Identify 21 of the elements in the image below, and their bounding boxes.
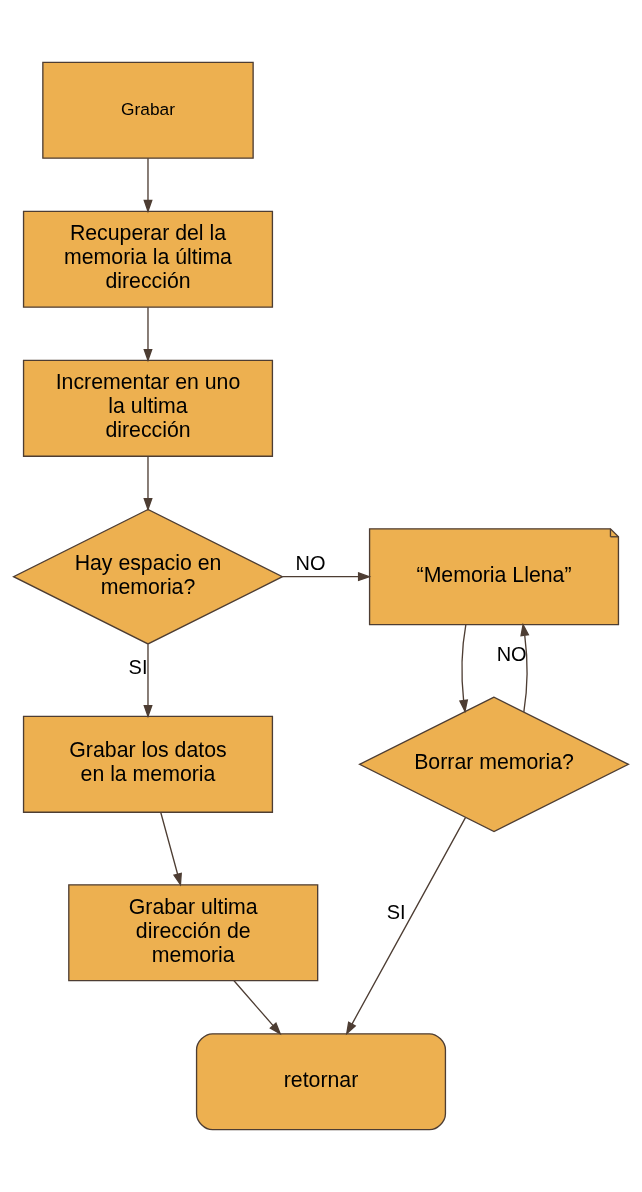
arrow [458, 624, 469, 714]
arrow [520, 622, 530, 713]
arrow [143, 455, 153, 512]
arrow [160, 811, 182, 887]
edge-label: NO [295, 552, 326, 575]
arrow [233, 980, 282, 1036]
node-box: Grabar los datos en la memoria [22, 715, 274, 813]
node-box: retornar [195, 1033, 447, 1131]
edge-label: NO [496, 643, 527, 666]
arrow [143, 643, 153, 719]
edge-label: SI [386, 900, 406, 923]
arrow [281, 572, 372, 582]
node-box: Grabar [42, 61, 254, 159]
edge-label: SI [128, 655, 148, 678]
arrow [143, 157, 153, 214]
node-diamond: Hay espacio en memoria? [12, 508, 284, 645]
arrow [345, 817, 467, 1036]
node-box: Recuperar del la memoria la última dirección [22, 210, 274, 308]
node-box: Grabar ultima dirección de memoria [68, 884, 319, 982]
node-box: Incrementar en uno la ultima dirección [22, 359, 274, 457]
arrow [143, 306, 153, 363]
